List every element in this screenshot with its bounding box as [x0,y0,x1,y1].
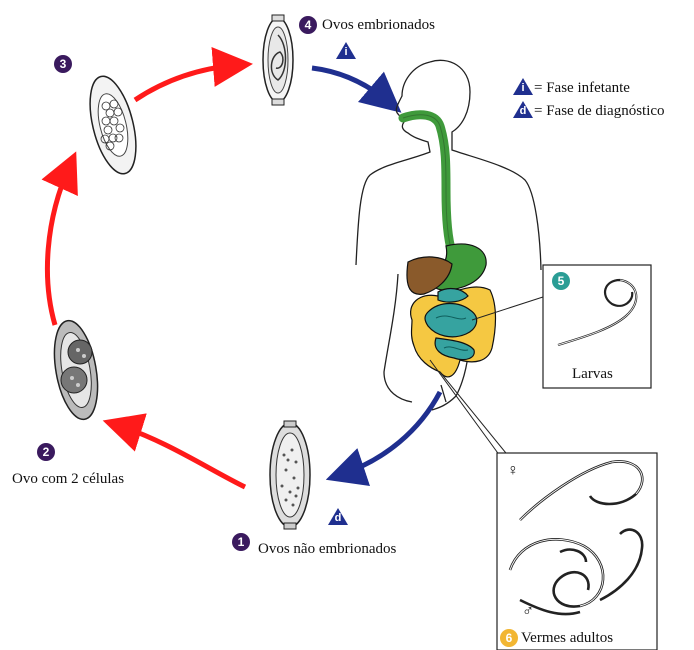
stage-6-label: Vermes adultos [521,631,613,646]
arrow-egg4-to-mouth [312,68,390,103]
egg-unembryonated [270,421,310,529]
stage-6-badge: 6 [500,629,518,647]
stage-5-label: Larvas [572,367,613,382]
stage-5-badge: 5 [552,272,570,290]
stage-2-badge: 2 [37,443,55,461]
stage-4-badge: 4 [299,16,317,34]
arrow-egg1-to-egg2 [117,425,245,487]
infective-stage-legend-icon: i [513,78,533,96]
legend-diagnostic-label: = Fase de diagnóstico [534,104,665,119]
stage-1-badge: 1 [232,533,250,551]
egg-two-cell [48,317,105,422]
arrow-egg3-to-egg4 [135,65,238,100]
connector-adults [430,360,500,456]
stage-2-label: Ovo com 2 células [12,472,124,487]
diagnostic-stage-legend-icon: d [513,101,533,119]
diagnostic-stage-marker-icon: d [328,508,348,526]
stage-3-badge: 3 [54,55,72,73]
arrow-egg2-to-egg3 [47,165,70,325]
egg-embryonated [263,15,293,105]
male-symbol: ♂ [522,604,534,620]
egg-multi-cell [81,72,144,179]
infective-stage-marker-icon: i [336,42,356,60]
stage-4-label: Ovos embrionados [322,18,435,33]
stage-1-label: Ovos não embrionados [258,542,396,557]
arrow-body-to-egg1 [340,392,440,475]
female-symbol: ♀ [507,463,519,479]
legend-infective-label: = Fase infetante [534,81,630,96]
